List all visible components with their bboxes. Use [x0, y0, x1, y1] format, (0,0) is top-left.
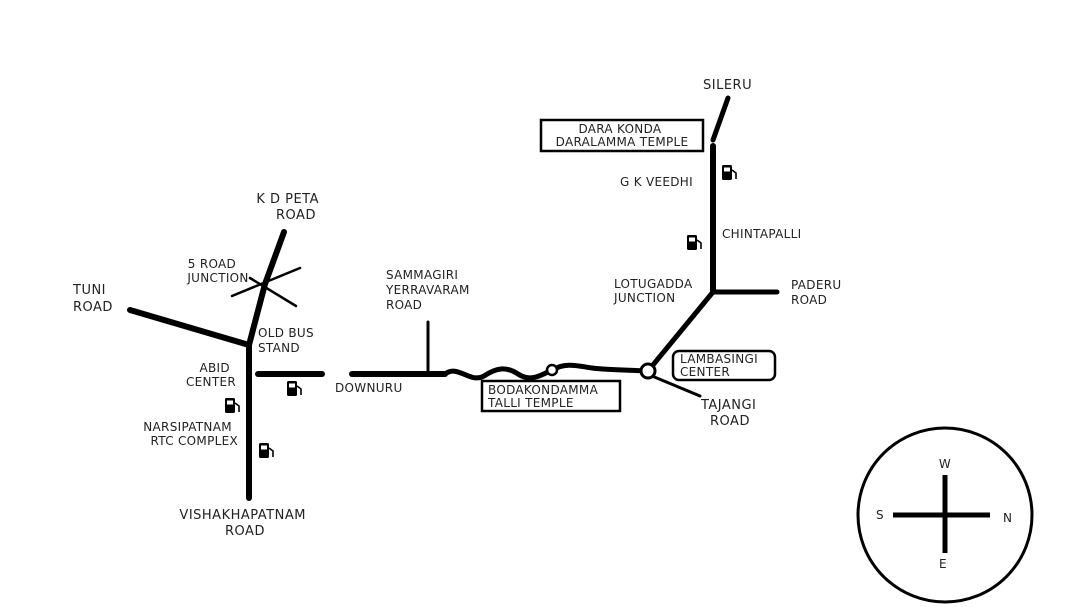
lambasingi-junction-marker	[639, 362, 657, 380]
label-chintapalli: CHINTAPALLI	[722, 227, 801, 241]
compass-right-label: N	[1003, 511, 1012, 525]
road-network	[127, 95, 780, 501]
label-gk-veedhi: G K VEEDHI	[620, 175, 693, 189]
bodakondamma-box	[480, 379, 622, 413]
label-lotugadda: LOTUGADDA JUNCTION	[613, 277, 697, 305]
label-downuru: DOWNURU	[335, 381, 403, 395]
fuel-pump-icon	[287, 381, 302, 396]
fuel-pump-icon	[259, 443, 274, 458]
compass-top-label: W	[939, 457, 951, 471]
road-wavy-lambasingi	[442, 362, 651, 381]
compass-rose: W E S N	[856, 426, 1034, 604]
label-tajangi: TAJANGI ROAD	[700, 398, 761, 429]
label-sileru: SILERU	[703, 78, 752, 93]
label-vishakhapatnam: VISHAKHAPATNAM ROAD	[179, 508, 310, 539]
label-lambasingi: LAMBASINGI CENTER	[680, 352, 762, 379]
road-lambasingi-lotugadda	[645, 289, 716, 374]
label-paderu: PADERU ROAD	[791, 278, 846, 307]
label-old-bus-stand: OLD BUS STAND	[258, 326, 318, 355]
road-tuni	[127, 307, 252, 348]
label-abid-center: ABID CENTER	[186, 361, 236, 389]
label-sammagiri: SAMMAGIRI YERRAVARAM ROAD	[385, 268, 474, 312]
label-dara-konda: DARA KONDA DARALAMMA TEMPLE	[556, 122, 689, 149]
compass-bottom-label: E	[939, 557, 947, 571]
label-tuni: TUNI ROAD	[72, 283, 113, 315]
label-five-road: 5 ROAD JUNCTION	[186, 257, 248, 285]
label-bodakondamma: BODAKONDAMMA TALLI TEMPLE	[487, 383, 602, 410]
road-five-road-south	[246, 281, 268, 348]
road-tajangi	[650, 374, 702, 398]
compass-ring	[856, 426, 1034, 604]
junction-cross-b	[248, 276, 298, 308]
fuel-pump-icon	[225, 398, 240, 413]
dara-konda-box	[539, 118, 705, 153]
label-kd-peta: K D PETA ROAD	[256, 192, 323, 223]
fuel-pump-icon	[722, 165, 737, 180]
road-sileru	[710, 95, 731, 143]
lambasingi-box	[671, 349, 777, 382]
fuel-pump-icon	[687, 235, 702, 250]
compass-left-label: S	[876, 508, 884, 522]
road-kd-peta	[262, 229, 287, 287]
bodakondamma-junction-marker	[545, 363, 559, 377]
label-narsipatnam: NARSIPATNAM RTC COMPLEX	[143, 420, 238, 448]
